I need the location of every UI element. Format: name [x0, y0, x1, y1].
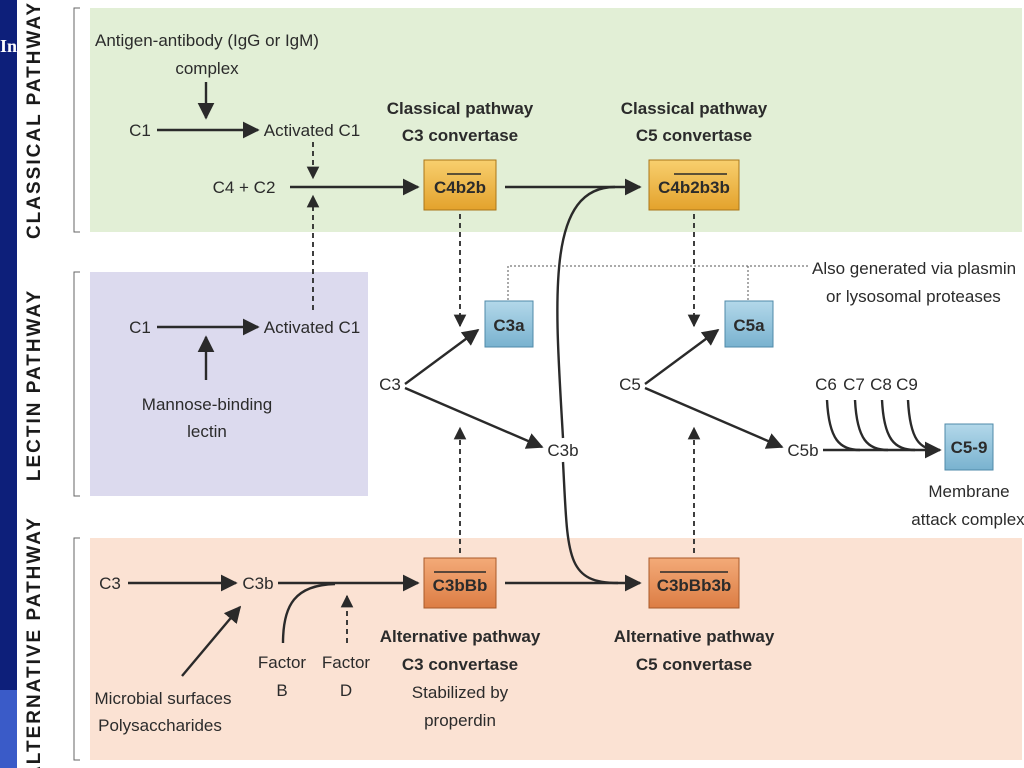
alt-c3-convertase-title-2: C3 convertase — [402, 655, 518, 674]
properdin-note-2: properdin — [424, 711, 496, 730]
factor-b-label-2: B — [276, 681, 287, 700]
lectin-bracket — [73, 271, 80, 497]
antigen-antibody-label: Antigen-antibody (IgG or IgM) — [95, 31, 319, 50]
mannose-binding-lectin-label-2: lectin — [187, 422, 227, 441]
classical-bracket — [73, 7, 80, 233]
c8-label: C8 — [870, 375, 892, 394]
mannose-binding-lectin-label: Mannose-binding — [142, 395, 272, 414]
slide-left-bar — [0, 0, 17, 768]
microbial-label: Microbial surfaces — [95, 689, 232, 708]
alternative-panel — [90, 538, 1022, 760]
classical-c5-convertase-box — [648, 159, 740, 211]
c8-join-curve — [880, 399, 916, 452]
properdin-note: Stabilized by — [412, 683, 509, 702]
slide-title-fragment: In — [0, 36, 17, 56]
classical-pathway-label: CLASSICAL PATHWAY — [24, 1, 45, 239]
factor-d-label-2: D — [340, 681, 352, 700]
alt-c3-convertase-box-label: C3bBb — [433, 576, 488, 595]
c9-join-curve — [906, 399, 939, 452]
alternative-bracket — [73, 537, 80, 761]
c7-label: C7 — [843, 375, 865, 394]
c3-to-c3b-arrow — [404, 386, 544, 449]
mac-caption: Membrane — [928, 482, 1009, 501]
note-dotted-leader — [507, 265, 808, 300]
c5-to-c5b-arrow — [644, 386, 784, 449]
lectin-c1: C1 — [129, 318, 151, 337]
alt-c3: C3 — [99, 574, 121, 593]
microbial-label-2: Polysaccharides — [98, 716, 222, 735]
classical-c3-convertase-title-2: C3 convertase — [402, 126, 518, 145]
c5b-label: C5b — [787, 441, 818, 460]
c7-join-curve — [853, 399, 889, 452]
c5a-label: C5a — [733, 316, 765, 335]
c3-to-c3a-arrow — [404, 329, 480, 385]
c5-to-c5a-arrow — [644, 329, 720, 385]
alt-c5-convertase-box — [648, 557, 740, 609]
alt-c3-convertase-title: Alternative pathway — [380, 627, 541, 646]
lectin-activated-c1: Activated C1 — [264, 318, 360, 337]
factor-b-curve — [281, 582, 336, 644]
alt-c3b: C3b — [242, 574, 273, 593]
microbial-arrow — [181, 605, 242, 677]
c3b-label: C3b — [547, 441, 578, 460]
classical-c1: C1 — [129, 121, 151, 140]
alt-c5-convertase-title: Alternative pathway — [614, 627, 775, 646]
alt-c5-convertase-title-2: C5 convertase — [636, 655, 752, 674]
alt-c3-convertase-box — [423, 557, 497, 609]
classical-activated-c1: Activated C1 — [264, 121, 360, 140]
mac-box — [944, 423, 994, 471]
antigen-antibody-label-2: complex — [175, 59, 239, 78]
alt-c5-convertase-box-label: C3bBb3b — [657, 576, 732, 595]
classical-c5-convertase-title-2: C5 convertase — [636, 126, 752, 145]
factor-d-label: Factor — [322, 653, 371, 672]
classical-c5-convertase-box-label: C4b2b3b — [658, 178, 730, 197]
c3-label: C3 — [379, 375, 401, 394]
lectin-pathway-label: LECTIN PATHWAY — [24, 289, 45, 481]
classical-c5-convertase-title: Classical pathway — [621, 99, 768, 118]
classical-c3-convertase-title: Classical pathway — [387, 99, 534, 118]
c3b-to-classical-c5-curve — [556, 185, 616, 439]
note-label: Also generated via plasmin — [812, 259, 1016, 278]
c3b-to-alternative-c5-curve — [561, 461, 619, 585]
alternative-pathway-label: ALTERNATIVE PATHWAY — [24, 516, 45, 768]
c5a-box — [724, 300, 774, 348]
c6-join-curve — [825, 399, 861, 452]
mac-caption-2: attack complex — [911, 510, 1024, 529]
c3a-label: C3a — [493, 316, 525, 335]
mac-box-label: C5-9 — [951, 438, 988, 457]
c6-label: C6 — [815, 375, 837, 394]
classical-c3-convertase-box — [423, 159, 497, 211]
slide-bottom-accent — [0, 690, 17, 768]
factor-b-label: Factor — [258, 653, 307, 672]
c4-c2-label: C4 + C2 — [213, 178, 276, 197]
lectin-panel — [90, 272, 368, 496]
c3a-box — [484, 300, 534, 348]
c5-label: C5 — [619, 375, 641, 394]
classical-c3-convertase-box-label: C4b2b — [434, 178, 486, 197]
note-label-2: or lysosomal proteases — [826, 287, 1001, 306]
classical-panel — [90, 8, 1022, 232]
c9-label: C9 — [896, 375, 918, 394]
